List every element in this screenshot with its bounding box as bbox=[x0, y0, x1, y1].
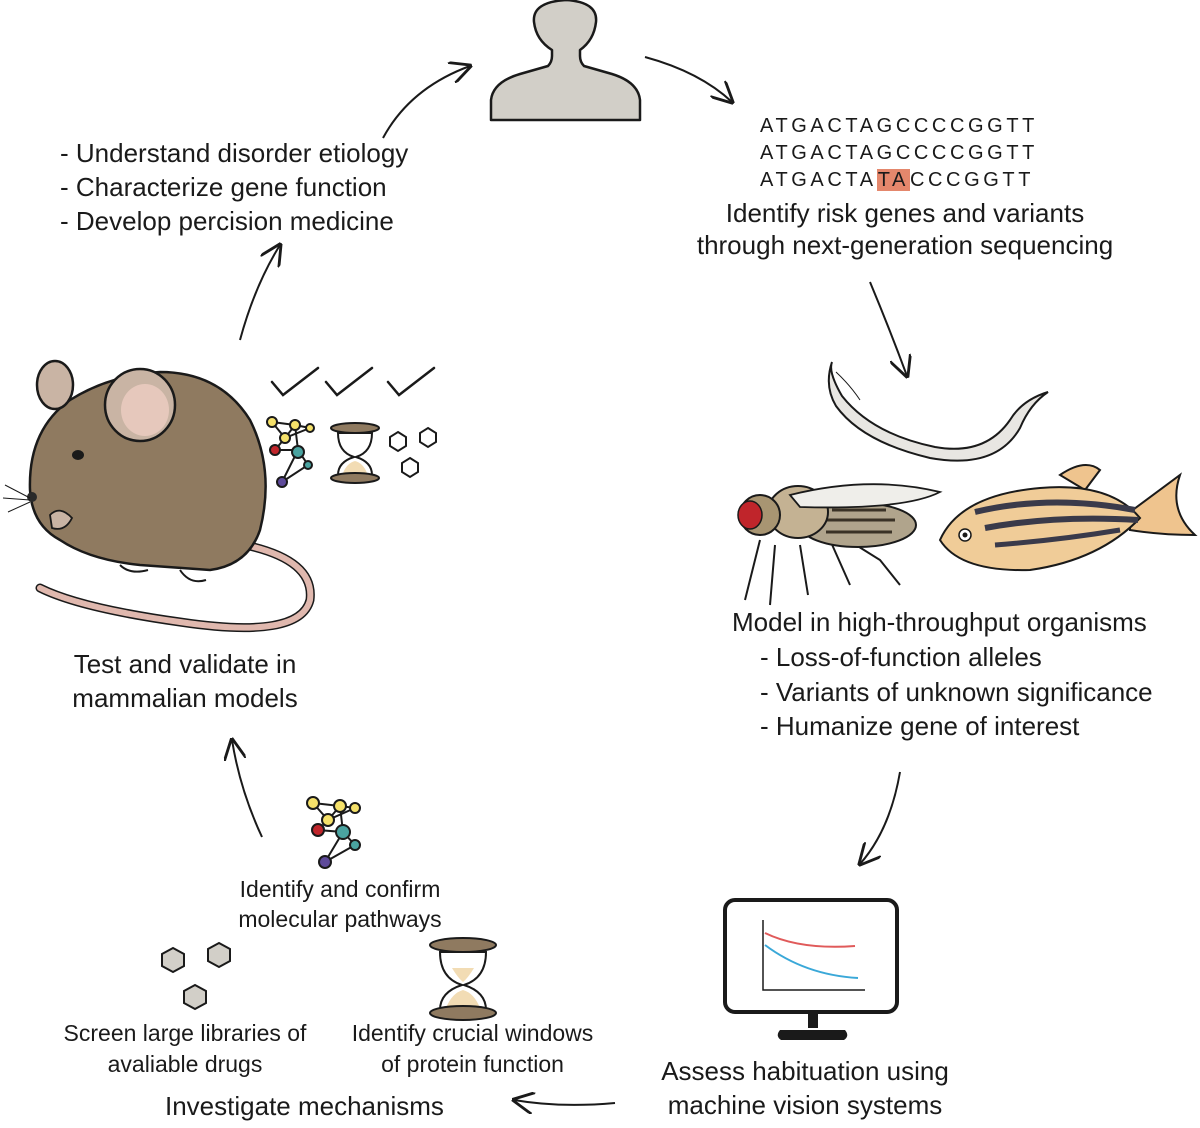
arrow-to-organisms bbox=[869, 281, 907, 376]
arrow-to-habituation bbox=[860, 771, 901, 864]
pathway-network-small-icon bbox=[266, 416, 315, 488]
checkmarks-icon bbox=[270, 366, 436, 397]
hourglass-icon bbox=[429, 937, 497, 1021]
pathways-caption-2: molecular pathways bbox=[238, 906, 442, 932]
windows-caption-1: Identify crucial windows bbox=[351, 1020, 594, 1046]
goal-item-2: - Characterize gene function bbox=[60, 172, 387, 202]
fly-icon bbox=[737, 483, 943, 606]
mouse-icon bbox=[2, 359, 267, 583]
habituation-caption-2: machine vision systems bbox=[667, 1090, 943, 1120]
pathway-network-icon bbox=[306, 796, 361, 869]
pathways-caption-1: Identify and confirm bbox=[239, 876, 441, 902]
dna-sequence-variant: ATGACTATACCCGGTT bbox=[760, 167, 1034, 193]
dna-sequence-2: ATGACTAGCCCCGGTT bbox=[760, 142, 1038, 164]
variant-highlight: TA bbox=[876, 169, 910, 191]
model-item-3: - Humanize gene of interest bbox=[760, 711, 1080, 741]
sequencing-caption-1: Identify risk genes and variants bbox=[725, 198, 1085, 228]
model-item-2: - Variants of unknown significance bbox=[760, 677, 1153, 707]
worm-icon bbox=[827, 361, 1049, 462]
habituation-caption-1: Assess habituation using bbox=[661, 1056, 949, 1086]
person-icon bbox=[489, 0, 642, 122]
variant-prefix: ATGACTA bbox=[760, 169, 877, 191]
arrow-to-goals bbox=[239, 245, 280, 341]
drug-hexagons-icon bbox=[161, 941, 231, 1011]
drug-hexagons-small-icon bbox=[389, 426, 437, 479]
hourglass-small-icon bbox=[330, 422, 380, 484]
goal-item-3: - Develop percision medicine bbox=[60, 206, 394, 236]
arrow-to-person bbox=[382, 66, 470, 139]
blue-curve bbox=[764, 944, 859, 979]
arrow-to-sequencing bbox=[644, 56, 732, 102]
arrow-to-mechanisms bbox=[514, 1100, 616, 1105]
dna-sequence-1: ATGACTAGCCCCGGTT bbox=[760, 115, 1038, 137]
variant-suffix: CCCGGTT bbox=[909, 169, 1035, 191]
drugs-caption-1: Screen large libraries of bbox=[63, 1020, 307, 1046]
mammal-caption-1: Test and validate in bbox=[73, 649, 297, 679]
arrow-to-mammal bbox=[232, 740, 263, 838]
mammal-caption-2: mammalian models bbox=[72, 683, 298, 713]
zebrafish-icon bbox=[938, 464, 1198, 572]
model-item-1: - Loss-of-function alleles bbox=[760, 642, 1042, 672]
red-curve bbox=[764, 932, 856, 948]
sequencing-caption-2: through next-generation sequencing bbox=[696, 230, 1114, 260]
monitor-icon bbox=[723, 898, 899, 1040]
mechanisms-title: Investigate mechanisms bbox=[165, 1091, 444, 1121]
goal-item-1: - Understand disorder etiology bbox=[60, 138, 409, 168]
windows-caption-2: of protein function bbox=[381, 1051, 564, 1077]
model-title: Model in high-throughput organisms bbox=[732, 607, 1147, 637]
drugs-caption-2: avaliable drugs bbox=[107, 1051, 263, 1077]
